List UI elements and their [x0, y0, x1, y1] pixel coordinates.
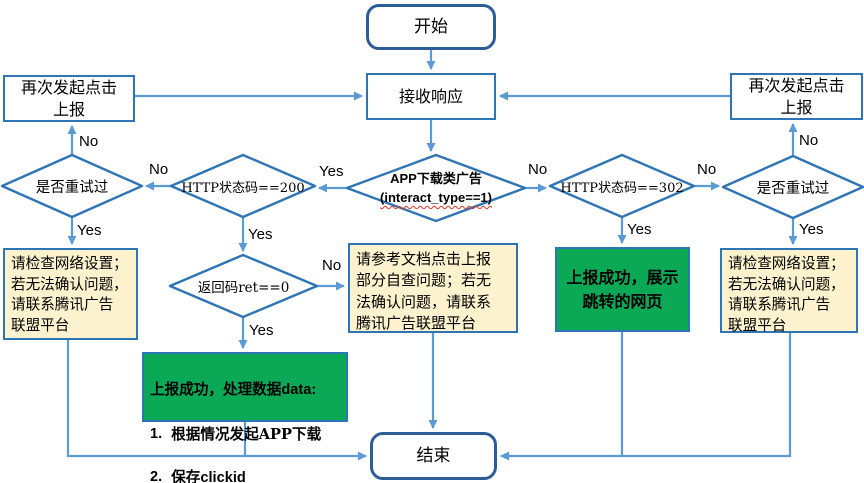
report-right-node: 再次发起点击 上报	[730, 73, 863, 120]
edge-beigeright-end	[500, 333, 792, 461]
http200-diamond	[169, 153, 317, 219]
process-data-line1: 上报成功，处理数据data:	[150, 379, 340, 402]
process-data-line1-cn: 上报成功，处理数据data:	[150, 379, 316, 402]
label-appad-http200: Yes	[319, 163, 344, 180]
retry-right-text: 是否重试过	[756, 180, 830, 197]
http302-diamond	[548, 153, 696, 219]
report-left-label: 再次发起点击 上报	[20, 78, 117, 119]
label-ret0-processdata: Yes	[249, 322, 274, 339]
label-ret0-referdoc: No	[322, 257, 342, 274]
label-http302-greenweb: Yes	[627, 221, 652, 238]
end-label: 结束	[416, 445, 451, 466]
start-node: 开始	[366, 4, 496, 50]
ret0-diamond	[168, 253, 319, 319]
label-retryleft-beigeleft: Yes	[77, 222, 102, 239]
report-success-web-node: 上报成功，展示 跳转的网页	[555, 247, 690, 332]
http302-label: HTTP状态码==302	[552, 158, 692, 214]
http200-text: HTTP状态码==200	[181, 180, 305, 196]
process-data-item2-marker: 2.	[150, 469, 163, 483]
process-data-item1-text: 根据情况发起APP下载	[171, 425, 322, 443]
app-ad-diamond	[345, 153, 527, 223]
label-retryright-reportright: No	[799, 132, 819, 149]
start-label: 开始	[414, 16, 448, 37]
process-data-item2-text: 保存clickid	[171, 467, 246, 483]
refer-doc-text: 请参考文档点击上报 部分自查问题；若无 法确认问题，请联系 腾讯广告联盟平台	[356, 250, 492, 332]
check-network-right-text: 请检查网络设置； 若无法确认问题， 请联系腾讯广告 联盟平台	[728, 255, 845, 335]
http302-text: HTTP状态码==302	[560, 180, 684, 196]
ret0-label: 返回码ret==0	[176, 258, 311, 314]
app-ad-label: APP下载类广告 (interact_type==1)	[352, 160, 520, 216]
app-ad-line2: (interact_type==1)	[380, 190, 492, 205]
label-appad-http302: No	[528, 161, 548, 178]
retry-right-diamond	[721, 154, 864, 220]
process-data-item2-prefix: 保存	[171, 469, 201, 483]
process-data-item1-marker: 1.	[150, 425, 163, 442]
check-network-left-text: 请检查网络设置； 若无法确认问题， 请联系腾讯广告 联盟平台	[11, 255, 128, 335]
label-http200-ret0: Yes	[248, 226, 273, 243]
retry-left-text: 是否重试过	[35, 179, 109, 196]
report-success-web-text: 上报成功，展示 跳转的网页	[566, 268, 679, 311]
end-node: 结束	[370, 432, 497, 480]
process-data-line1-en-text: data:	[281, 381, 317, 398]
report-right-label: 再次发起点击 上报	[748, 76, 845, 117]
check-network-right-node: 请检查网络设置； 若无法确认问题， 请联系腾讯广告 联盟平台	[720, 248, 858, 334]
http200-label: HTTP状态码==200	[173, 158, 313, 214]
app-ad-line1: APP下载类广告	[390, 170, 482, 186]
check-network-left-node: 请检查网络设置； 若无法确认问题， 请联系腾讯广告 联盟平台	[3, 248, 138, 340]
receive-node: 接收响应	[366, 73, 496, 120]
process-data-item1: 1. 根据情况发起APP下载	[150, 424, 340, 446]
retry-right-label: 是否重试过	[729, 159, 857, 215]
report-left-node: 再次发起点击 上报	[3, 75, 135, 122]
process-data-item2: 2. 保存clickid	[150, 467, 340, 483]
process-data-line1-cn-text: 上报成功，处理数据	[150, 380, 282, 398]
receive-label: 接收响应	[398, 86, 463, 106]
process-data-item2-clickid: clickid	[200, 470, 246, 483]
label-retryright-beigeright: Yes	[799, 221, 824, 238]
edge-beigeleft-end	[66, 340, 367, 461]
refer-doc-node: 请参考文档点击上报 部分自查问题；若无 法确认问题，请联系 腾讯广告联盟平台	[348, 243, 518, 333]
label-http302-retryright: No	[697, 161, 717, 178]
ret0-text: 返回码ret==0	[197, 280, 290, 296]
process-data-node: 上报成功，处理数据data: 1. 根据情况发起APP下载 2. 保存click…	[142, 352, 348, 483]
label-retryleft-reportleft: No	[79, 133, 99, 150]
label-http200-retryleft: No	[149, 161, 169, 178]
retry-left-diamond	[0, 153, 144, 219]
retry-left-label: 是否重试过	[8, 158, 136, 214]
